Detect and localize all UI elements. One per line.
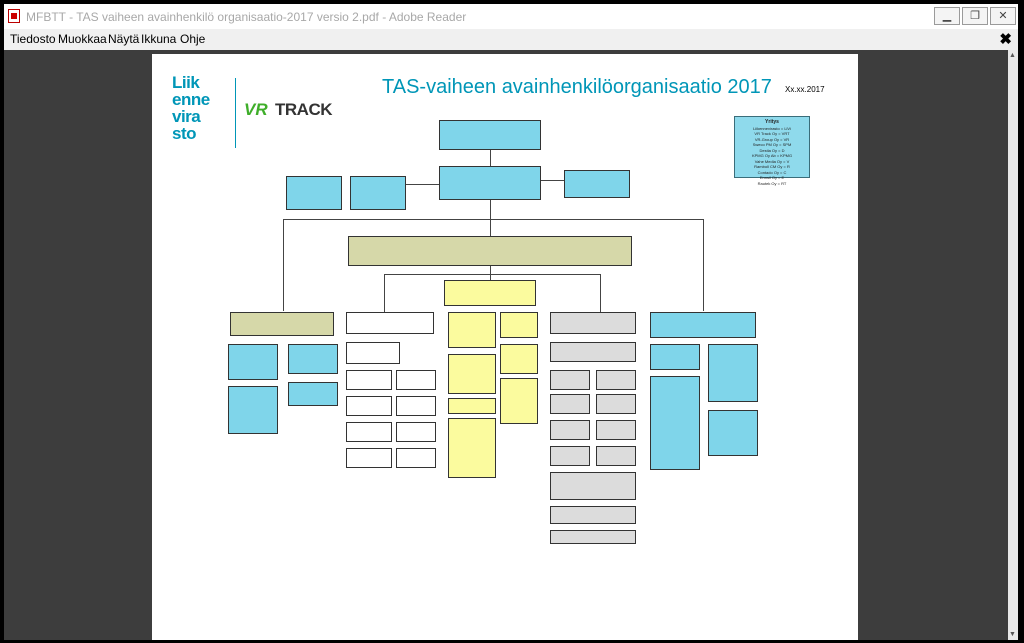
- menu-muokkaa[interactable]: Muokkaa: [58, 32, 107, 46]
- window-title: MFBTT - TAS vaiheen avainhenkilö organis…: [26, 10, 467, 24]
- org-box: [550, 312, 636, 334]
- org-box: [596, 420, 636, 440]
- org-box: [596, 370, 636, 390]
- org-connector: [490, 266, 491, 280]
- org-box-project-manager: [439, 166, 541, 200]
- org-connector: [364, 184, 490, 185]
- org-box: [288, 382, 338, 406]
- menu-tiedosto[interactable]: Tiedosto: [10, 32, 56, 46]
- org-box: [500, 312, 538, 338]
- legend-item: Vahe Media Oy = V: [754, 158, 790, 164]
- scroll-down-icon[interactable]: ▼: [1009, 631, 1016, 638]
- legend-item: Ramboll CM Oy = R: [754, 164, 790, 169]
- logo-line: enne: [172, 90, 210, 109]
- menu-nayta[interactable]: Näytä: [108, 32, 140, 46]
- org-box: [448, 312, 496, 348]
- org-connector: [490, 150, 491, 266]
- company-legend: Yritys Liikennevirasto = LiVi VR Track O…: [734, 116, 810, 186]
- close-document-icon[interactable]: ✖: [999, 31, 1012, 48]
- org-box: [708, 410, 758, 456]
- org-box: [350, 176, 406, 210]
- org-box: [228, 344, 278, 380]
- org-connector: [283, 219, 284, 311]
- org-box: [346, 396, 392, 416]
- legend-item: VR-Group Oy = VR: [754, 136, 790, 142]
- org-box: [550, 506, 636, 524]
- org-box: [346, 370, 392, 390]
- org-box: [550, 446, 590, 466]
- org-box: [346, 448, 392, 468]
- org-box: [564, 170, 630, 198]
- org-connector: [384, 274, 600, 275]
- org-box: [596, 446, 636, 466]
- document-date: Xx.xx.2017: [785, 85, 825, 94]
- org-box: [286, 176, 342, 210]
- legend-item: VR Track Oy = VRT: [754, 131, 790, 136]
- org-box: [550, 342, 636, 362]
- org-box: [448, 418, 496, 478]
- restore-button[interactable]: ❐: [962, 7, 988, 25]
- document-viewport[interactable]: Liik enne vira sto VR TRACK TAS-vaiheen …: [4, 50, 1008, 640]
- org-box: [448, 354, 496, 394]
- org-box: [596, 394, 636, 414]
- track-logo: TRACK: [275, 100, 333, 119]
- logo-line: sto: [172, 124, 196, 143]
- org-box: [396, 422, 436, 442]
- org-box: [550, 472, 636, 500]
- org-box: [396, 448, 436, 468]
- org-connector: [283, 219, 703, 220]
- menu-ikkuna[interactable]: Ikkuna: [141, 32, 177, 46]
- legend-item: Liikennevirasto = LiVi: [753, 125, 791, 131]
- org-box: [650, 312, 756, 338]
- vertical-scrollbar[interactable]: ▲ ▼: [1008, 50, 1018, 640]
- org-box-top: [439, 120, 541, 150]
- vr-logo: VR: [244, 100, 268, 119]
- org-box: [650, 376, 700, 470]
- pdf-page: Liik enne vira sto VR TRACK TAS-vaiheen …: [152, 54, 858, 640]
- close-button[interactable]: ✕: [990, 7, 1016, 25]
- legend-title: Yritys: [765, 119, 779, 125]
- logo-line: Liik: [172, 73, 200, 92]
- org-box: [500, 378, 538, 424]
- legend-item: Ennsil Oy = E: [759, 175, 785, 180]
- legend-item: Destia Oy = D: [759, 147, 785, 153]
- legend-item: Sweco PM Oy = SPM: [752, 142, 792, 147]
- org-box-coordination: [444, 280, 536, 306]
- menu-bar: Tiedosto Muokkaa Näytä Ikkuna Ohje ✖: [4, 29, 1018, 49]
- minimize-button[interactable]: ▁: [934, 7, 960, 25]
- org-connector: [384, 274, 385, 312]
- scroll-up-icon[interactable]: ▲: [1009, 52, 1016, 59]
- logo-line: vira: [172, 107, 201, 126]
- org-box: [346, 312, 434, 334]
- menu-ohje[interactable]: Ohje: [180, 32, 206, 46]
- org-box: [550, 370, 590, 390]
- org-box: [650, 344, 700, 370]
- org-box: [230, 312, 334, 336]
- org-connector: [600, 274, 601, 312]
- document-title: TAS-vaiheen avainhenkilöorganisaatio 201…: [382, 76, 772, 98]
- org-box: [396, 396, 436, 416]
- pdf-document-icon: [8, 9, 20, 23]
- legend-item: Contado Oy = C: [757, 169, 787, 175]
- org-box: [228, 386, 278, 434]
- org-box: [396, 370, 436, 390]
- logo-divider: [235, 78, 236, 148]
- legend-item: KPMG Oy Ab = KPMG: [751, 153, 793, 158]
- org-box: [448, 398, 496, 414]
- org-box: [288, 344, 338, 374]
- org-box: [550, 530, 636, 544]
- org-box: [550, 420, 590, 440]
- org-box: [550, 394, 590, 414]
- org-box: [708, 344, 758, 402]
- title-bar: MFBTT - TAS vaiheen avainhenkilö organis…: [4, 4, 1018, 29]
- org-box-management: [348, 236, 632, 266]
- legend-item: Rautek Oy = RT: [757, 180, 787, 186]
- org-box: [346, 342, 400, 364]
- liikennevirasto-logo: Liik enne vira sto: [172, 74, 210, 142]
- org-box: [500, 344, 538, 374]
- org-box: [346, 422, 392, 442]
- adobe-reader-window: MFBTT - TAS vaiheen avainhenkilö organis…: [4, 4, 1018, 640]
- org-connector: [703, 219, 704, 311]
